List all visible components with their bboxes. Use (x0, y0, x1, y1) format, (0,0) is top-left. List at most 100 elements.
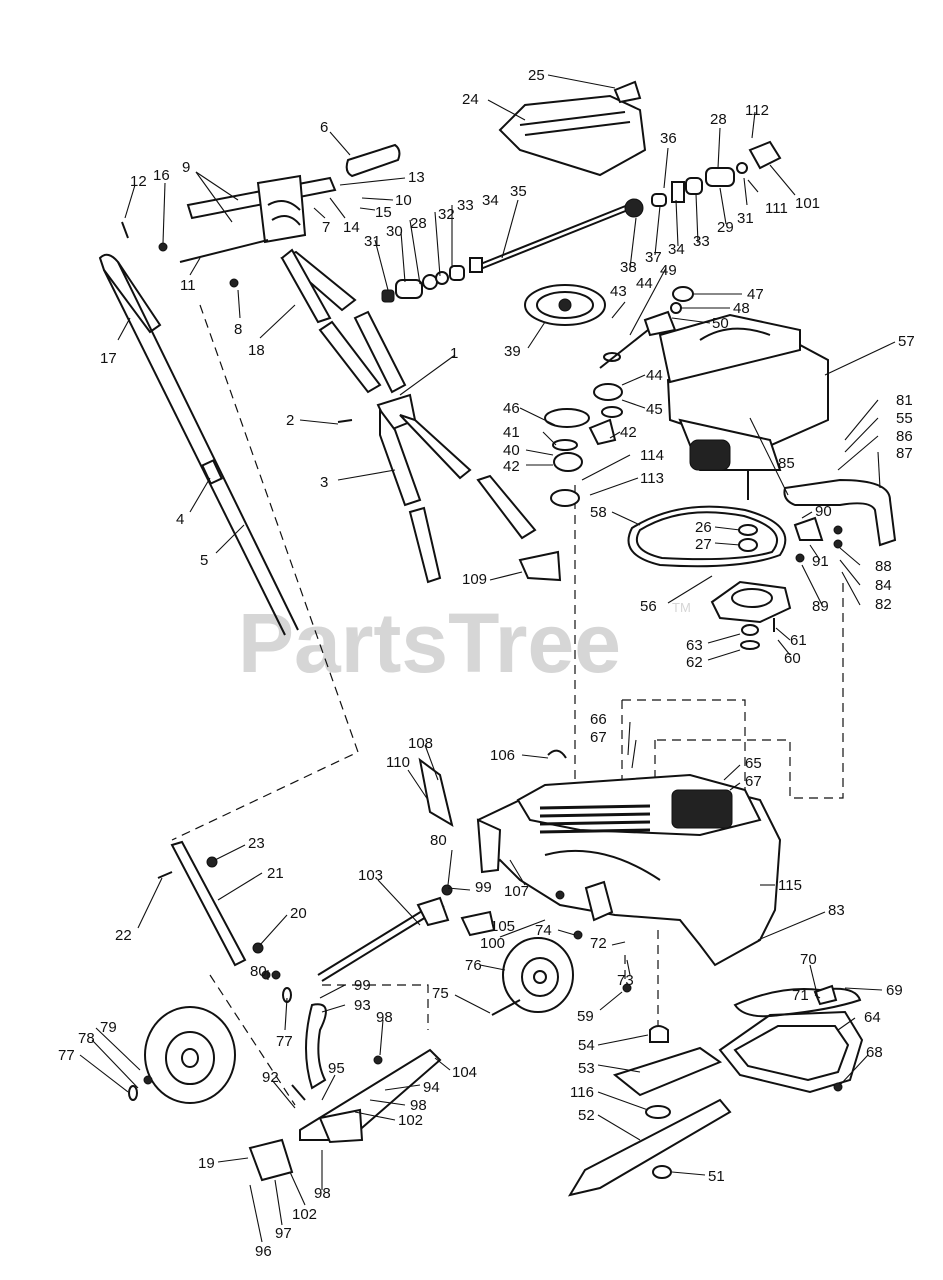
callout-111: 111 (765, 200, 788, 217)
callout-83: 83 (828, 902, 845, 919)
callout-leaders (79, 74, 896, 1243)
callout-62: 62 (686, 654, 703, 671)
assembly-dashed-lines (171, 304, 844, 1106)
callout-24: 24 (462, 91, 479, 108)
height-adjust-linkage (157, 749, 632, 1182)
callout-85: 85 (778, 455, 795, 472)
callout-71: 71 (792, 987, 809, 1004)
callout-29: 29 (717, 219, 734, 236)
callout-56: 56 (640, 598, 657, 615)
callout-59: 59 (577, 1008, 594, 1025)
callout-33a: 33 (457, 197, 474, 214)
callout-6: 6 (320, 119, 328, 136)
callout-73: 73 (617, 972, 634, 989)
watermark-trademark: TM (672, 600, 691, 615)
callout-96: 96 (255, 1243, 272, 1260)
callout-63: 63 (686, 637, 703, 654)
callout-33b: 33 (693, 233, 710, 250)
callout-labels: 25 24 6 9 12 16 13 10 15 14 7 11 8 17 18… (58, 67, 915, 1260)
callout-41: 41 (503, 424, 520, 441)
callout-37: 37 (645, 249, 662, 266)
callout-28b: 28 (710, 111, 727, 128)
callout-82: 82 (875, 596, 892, 613)
callout-115: 115 (778, 877, 802, 894)
callout-20: 20 (290, 905, 307, 922)
callout-23: 23 (248, 835, 265, 852)
callout-2: 2 (286, 412, 294, 429)
callout-98b: 98 (410, 1097, 427, 1114)
callout-4: 4 (176, 511, 184, 528)
handle-bracket (783, 478, 897, 563)
callout-22: 22 (115, 927, 132, 944)
callout-52: 52 (578, 1107, 595, 1124)
callout-78: 78 (78, 1030, 95, 1047)
handle-assembly (98, 143, 562, 636)
callout-54: 54 (578, 1037, 595, 1054)
callout-93: 93 (354, 997, 371, 1014)
callout-81: 81 (896, 392, 913, 409)
callout-97: 97 (275, 1225, 292, 1242)
callout-66: 66 (590, 711, 607, 728)
callout-48: 48 (733, 300, 750, 317)
mount-plate (710, 580, 792, 650)
callout-68: 68 (866, 1044, 883, 1061)
callout-101: 101 (795, 195, 820, 212)
callout-58: 58 (590, 504, 607, 521)
callout-45: 45 (646, 401, 663, 418)
callout-108: 108 (408, 735, 433, 752)
callout-42b: 42 (503, 458, 520, 475)
callout-5: 5 (200, 552, 208, 569)
callout-98a: 98 (376, 1009, 393, 1026)
engine (658, 313, 829, 500)
callout-86: 86 (896, 428, 913, 445)
callout-53: 53 (578, 1060, 595, 1077)
callout-21: 21 (267, 865, 284, 882)
callout-15: 15 (375, 204, 392, 221)
callout-18: 18 (248, 342, 265, 359)
callout-36: 36 (660, 130, 677, 147)
callout-94: 94 (423, 1079, 440, 1096)
callout-76: 76 (465, 957, 482, 974)
callout-46: 46 (503, 400, 520, 417)
callout-13: 13 (408, 169, 425, 186)
callout-106: 106 (490, 747, 515, 764)
callout-64: 64 (864, 1009, 881, 1026)
blade-assembly (567, 1025, 732, 1197)
callout-100: 100 (480, 935, 505, 952)
callout-34b: 34 (668, 241, 685, 258)
callout-102a: 102 (398, 1112, 423, 1129)
callout-107: 107 (504, 883, 529, 900)
callout-50: 50 (712, 315, 729, 332)
callout-70: 70 (800, 951, 817, 968)
callout-44b: 44 (646, 367, 663, 384)
callout-80a: 80 (430, 832, 447, 849)
callout-67b: 67 (745, 773, 762, 790)
callout-91: 91 (812, 553, 829, 570)
callout-77a: 77 (276, 1033, 293, 1050)
callout-38: 38 (620, 259, 637, 276)
callout-11: 11 (180, 277, 196, 294)
callout-43: 43 (610, 283, 627, 300)
callout-110: 110 (386, 754, 410, 771)
callout-42a: 42 (620, 424, 637, 441)
callout-67a: 67 (590, 729, 607, 746)
callout-89: 89 (812, 598, 829, 615)
callout-99a: 99 (475, 879, 492, 896)
callout-72: 72 (590, 935, 607, 952)
mower-deck (476, 773, 782, 967)
callout-31a: 31 (364, 233, 381, 250)
callout-65: 65 (745, 755, 762, 772)
callout-16: 16 (153, 167, 170, 184)
callout-102b: 102 (292, 1206, 317, 1223)
callout-105: 105 (490, 918, 515, 935)
callout-9: 9 (182, 159, 190, 176)
callout-74: 74 (535, 922, 552, 939)
callout-28a: 28 (410, 215, 427, 232)
callout-75: 75 (432, 985, 449, 1002)
callout-79: 79 (100, 1019, 117, 1036)
callout-51: 51 (708, 1168, 725, 1185)
watermark-text: PartsTree (238, 596, 621, 690)
callout-12: 12 (130, 173, 147, 190)
